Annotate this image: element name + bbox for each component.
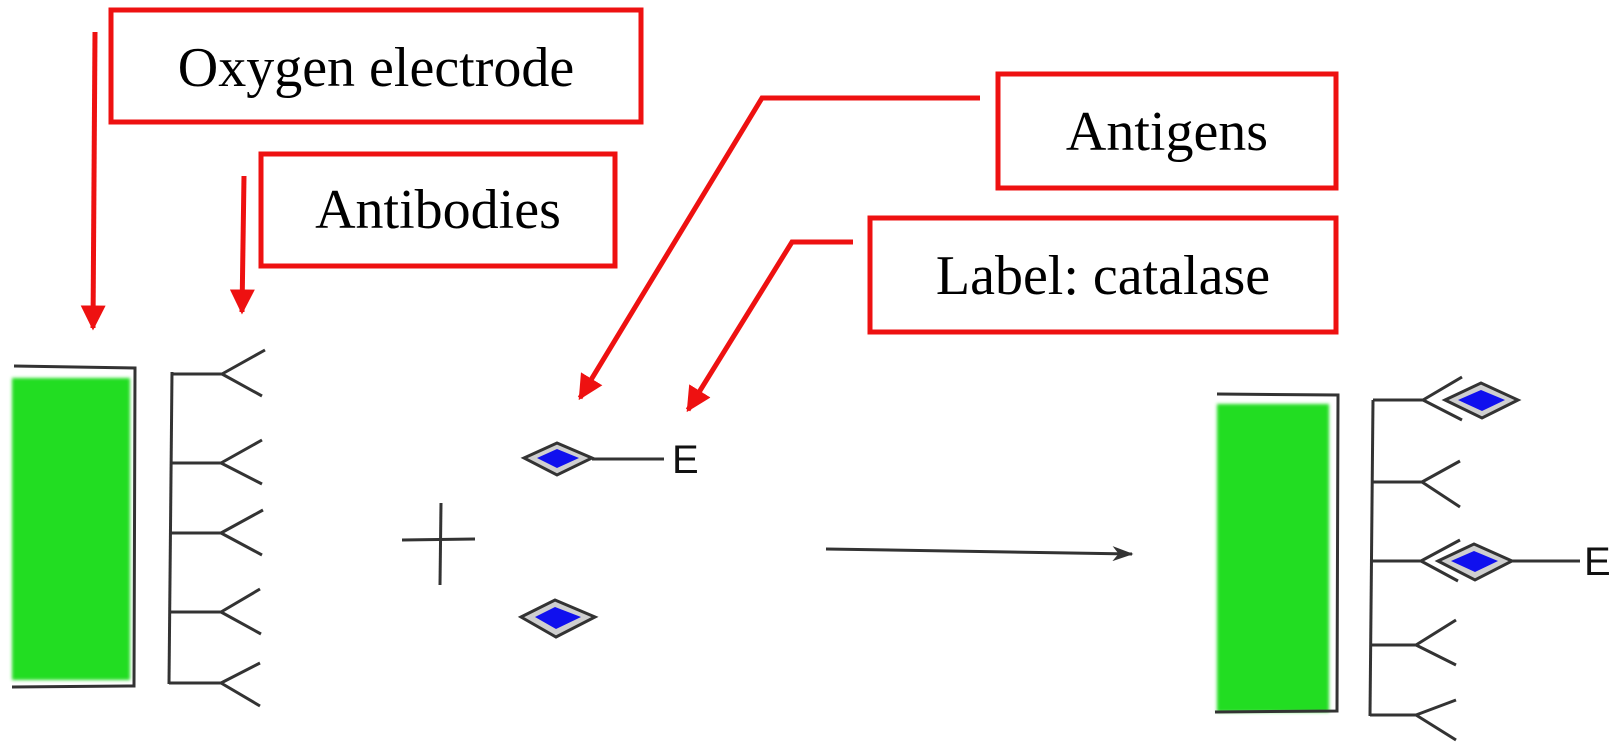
antibody: [1373, 375, 1463, 422]
labeled-antigen: E: [520, 438, 699, 482]
label-catalase-label: Label: catalase: [936, 245, 1270, 307]
antibody: [1371, 618, 1457, 667]
antigens-label: Antigens: [1066, 101, 1268, 163]
oxygen-electrode-pointer: [80, 31, 106, 331]
antibody-array-right: [1368, 375, 1463, 742]
callout-pointers: [80, 31, 980, 413]
reaction-arrow: [825, 546, 1134, 562]
antibody: [1371, 538, 1461, 583]
callout-antigens: Antigens: [995, 71, 1339, 191]
antibody: [172, 348, 266, 398]
oxygen-electrode-label: Oxygen electrode: [178, 37, 574, 99]
antibodies-label: Antibodies: [315, 179, 561, 241]
antibodies-pointer: [229, 175, 255, 315]
enzyme-label-e-bound: E: [1584, 540, 1611, 584]
bound-labeled-antigen: E: [1434, 540, 1611, 584]
antibody: [169, 587, 262, 636]
antigens-pointer: [577, 95, 980, 401]
enzyme-label-e: E: [672, 438, 699, 482]
catalase-pointer: [685, 239, 853, 413]
antibody: [169, 661, 261, 708]
antibody: [171, 438, 263, 486]
free-antigen: [517, 598, 599, 639]
callout-antibodies: Antibodies: [258, 151, 618, 269]
bound-antigen: [1441, 381, 1522, 420]
callout-label-catalase: Label: catalase: [867, 215, 1339, 335]
plus-sign: [401, 502, 476, 586]
electrode-right: [1214, 392, 1340, 714]
antibody: [170, 508, 264, 557]
callout-oxygen-electrode: Oxygen electrode: [108, 7, 644, 125]
antibody: [1370, 698, 1457, 742]
electrode-left: [11, 364, 137, 689]
antibody-array-left: [167, 348, 266, 708]
antibody: [1372, 459, 1461, 509]
